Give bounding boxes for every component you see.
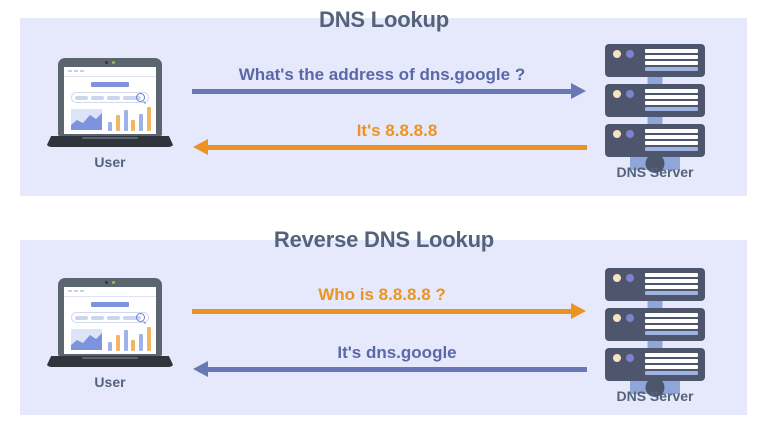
laptop-base [46, 136, 174, 147]
dns-server-illustration: DNS Server [600, 268, 710, 404]
arrow-line [207, 145, 587, 150]
arrow-line [192, 89, 572, 94]
arrow-head-left-icon [193, 139, 208, 155]
server-connector [647, 117, 663, 125]
search-icon [136, 93, 145, 102]
arrow-head-left-icon [193, 361, 208, 377]
server-rack-unit [605, 84, 705, 117]
server-led-blue-icon [626, 90, 634, 98]
server-rack-unit [605, 44, 705, 77]
arrow-head-right-icon [571, 303, 586, 319]
server-slot-lines [645, 273, 698, 297]
server-led-amber-icon [613, 314, 621, 322]
screen-area-chart [71, 329, 102, 350]
server-slot-lines [645, 49, 698, 73]
camera-icon [105, 61, 108, 64]
arrow-head-right-icon [571, 83, 586, 99]
server-led-amber-icon [613, 274, 621, 282]
server-slot-lines [645, 89, 698, 113]
user-label: User [94, 154, 126, 170]
page-title-dns-lookup: DNS Lookup [319, 7, 449, 32]
camera-led-icon [112, 281, 115, 284]
screen-heading-bar [91, 82, 129, 87]
browser-dots-icon [68, 70, 84, 72]
server-led-amber-icon [613, 90, 621, 98]
server-led-blue-icon [626, 130, 634, 138]
server-led-blue-icon [626, 274, 634, 282]
camera-icon [105, 281, 108, 284]
search-icon [136, 313, 145, 322]
server-slot-lines [645, 129, 698, 153]
message-arrow-query-reverse: Who is 8.8.8.8 ? [192, 276, 586, 319]
message-arrow-query-forward: What's the address of dns.google ? [192, 56, 586, 99]
screen-divider [64, 296, 156, 297]
laptop-lid [58, 278, 162, 357]
server-rack-unit [605, 348, 705, 381]
server-led-amber-icon [613, 354, 621, 362]
dns-server-label: DNS Server [616, 388, 694, 404]
user-laptop-illustration: User [46, 58, 174, 170]
screen-search-bar [71, 312, 149, 323]
server-rack-unit [605, 124, 705, 157]
server-led-blue-icon [626, 50, 634, 58]
message-label-query-reverse: Who is 8.8.8.8 ? [318, 285, 446, 304]
message-label-answer-forward: It's 8.8.8.8 [356, 121, 438, 140]
dns-server-label: DNS Server [616, 164, 694, 180]
laptop-trackpad [82, 357, 138, 359]
server-slot-lines [645, 313, 698, 337]
screen-bar-chart [108, 327, 151, 351]
screen-bar-chart [108, 107, 151, 131]
server-led-amber-icon [613, 130, 621, 138]
arrow-line [207, 367, 587, 372]
server-led-blue-icon [626, 354, 634, 362]
screen-divider [64, 76, 156, 77]
message-arrow-answer-reverse: It's dns.google [193, 334, 587, 377]
server-rack-unit [605, 268, 705, 301]
user-label: User [94, 374, 126, 390]
laptop-screen [64, 67, 156, 134]
screen-area-chart [71, 109, 102, 130]
laptop-screen [64, 287, 156, 354]
browser-dots-icon [68, 290, 84, 292]
user-laptop-illustration: User [46, 278, 174, 390]
server-connector [647, 77, 663, 85]
laptop-base [46, 356, 174, 367]
server-led-amber-icon [613, 50, 621, 58]
message-label-query-forward: What's the address of dns.google ? [238, 65, 526, 84]
laptop-lid [58, 58, 162, 137]
page-title-reverse-dns-lookup: Reverse DNS Lookup [273, 227, 495, 252]
server-slot-lines [645, 353, 698, 377]
server-stand-knob-icon [645, 378, 665, 397]
arrow-line [192, 309, 572, 314]
screen-search-bar [71, 92, 149, 103]
screen-heading-bar [91, 302, 129, 307]
laptop-camera-row [105, 281, 115, 284]
server-led-blue-icon [626, 314, 634, 322]
laptop-trackpad [82, 137, 138, 139]
message-label-answer-reverse: It's dns.google [337, 343, 457, 362]
camera-led-icon [112, 61, 115, 64]
server-stand-knob-icon [645, 154, 665, 173]
server-rack-unit [605, 308, 705, 341]
message-arrow-answer-forward: It's 8.8.8.8 [193, 112, 587, 155]
server-connector [647, 301, 663, 309]
dns-server-illustration: DNS Server [600, 44, 710, 180]
server-connector [647, 341, 663, 349]
laptop-camera-row [105, 61, 115, 64]
